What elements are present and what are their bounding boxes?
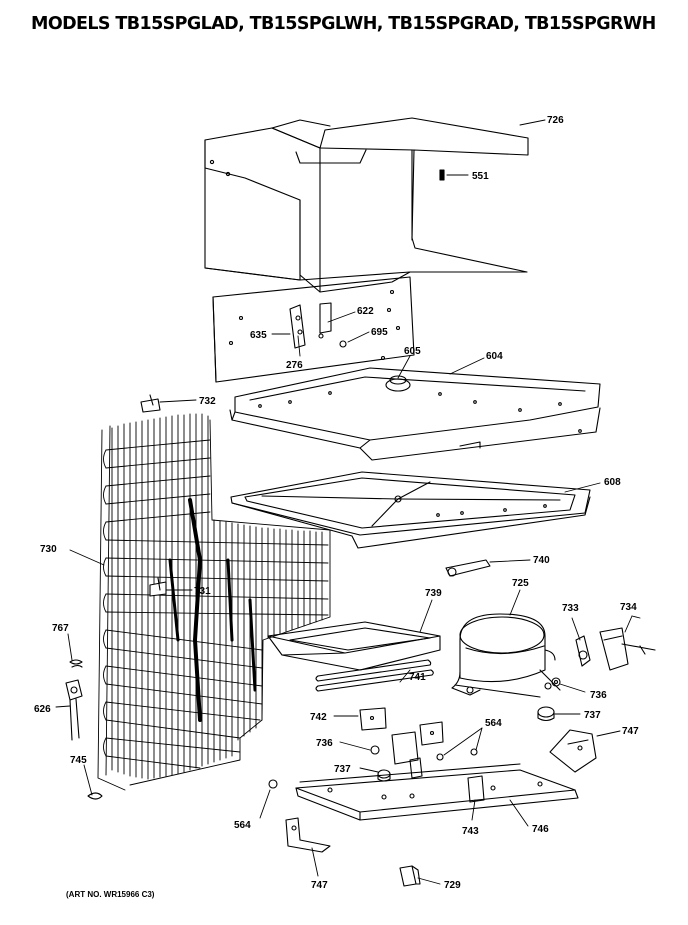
relay-733 [575, 635, 591, 667]
grommet-737-right [537, 706, 555, 722]
callout-276: 276 [286, 360, 303, 371]
callout-734: 734 [620, 602, 637, 613]
callout-551: 551 [472, 171, 489, 182]
bracket-742 [359, 707, 444, 765]
callout-747: 747 [622, 726, 639, 737]
callout-726: 726 [547, 115, 564, 126]
callout-737-left: 737 [334, 764, 351, 775]
tube-740 [445, 559, 491, 577]
callout-746: 746 [532, 824, 549, 835]
callout-605: 605 [404, 346, 421, 357]
condenser-coil-730 [97, 413, 331, 791]
callout-737: 737 [584, 710, 601, 721]
grommet-736-right [551, 677, 561, 687]
callout-608: 608 [604, 477, 621, 488]
callout-564: 564 [485, 718, 502, 729]
part-767 [69, 659, 83, 668]
part-729 [399, 865, 421, 887]
grommet-736-left [370, 745, 380, 755]
callout-747-bottom: 747 [311, 880, 328, 891]
callout-725: 725 [512, 578, 529, 589]
back-panel [212, 276, 415, 383]
leader-lines [55, 119, 641, 885]
callout-736-left: 736 [316, 738, 333, 749]
callout-741: 741 [409, 672, 426, 683]
screws-564 [268, 748, 478, 789]
callout-695: 695 [371, 327, 388, 338]
callout-labels: 726 551 622 635 695 276 605 604 732 608 … [34, 115, 639, 891]
callout-733: 733 [562, 603, 579, 614]
heater-741 [315, 659, 434, 692]
clip-745 [87, 792, 103, 800]
base-pan-746 [295, 757, 579, 821]
art-number: (ART NO. WR15966 C3) [66, 890, 155, 899]
cover-734 [599, 627, 656, 671]
clip-732 [140, 394, 161, 413]
callout-626: 626 [34, 704, 51, 715]
drip-tray-608 [230, 471, 591, 549]
bracket-747-right [549, 729, 597, 773]
callout-742: 742 [310, 712, 327, 723]
callout-729: 729 [444, 880, 461, 891]
screw-551 [439, 169, 469, 181]
power-cord-626 [65, 679, 83, 741]
callout-730: 730 [40, 544, 57, 555]
clip-731 [149, 577, 167, 597]
callout-604: 604 [486, 351, 503, 362]
page-title: MODELS TB15SPGLAD, TB15SPGLWH, TB15SPGRA… [31, 14, 656, 34]
callout-622: 622 [357, 306, 374, 317]
callout-732: 732 [199, 396, 216, 407]
compressor-725 [451, 613, 561, 698]
callout-743: 743 [462, 826, 479, 837]
callout-767: 767 [52, 623, 69, 634]
callout-564-left: 564 [234, 820, 251, 831]
evaporator-cover-726 [204, 117, 529, 293]
evaporator-tray-604 [229, 367, 601, 461]
callout-635: 635 [250, 330, 267, 341]
callout-731: 731 [194, 586, 211, 597]
bracket-747-bottom [285, 817, 331, 853]
callout-736: 736 [590, 690, 607, 701]
callout-740: 740 [533, 555, 550, 566]
callout-745: 745 [70, 755, 87, 766]
callout-739: 739 [425, 588, 442, 599]
